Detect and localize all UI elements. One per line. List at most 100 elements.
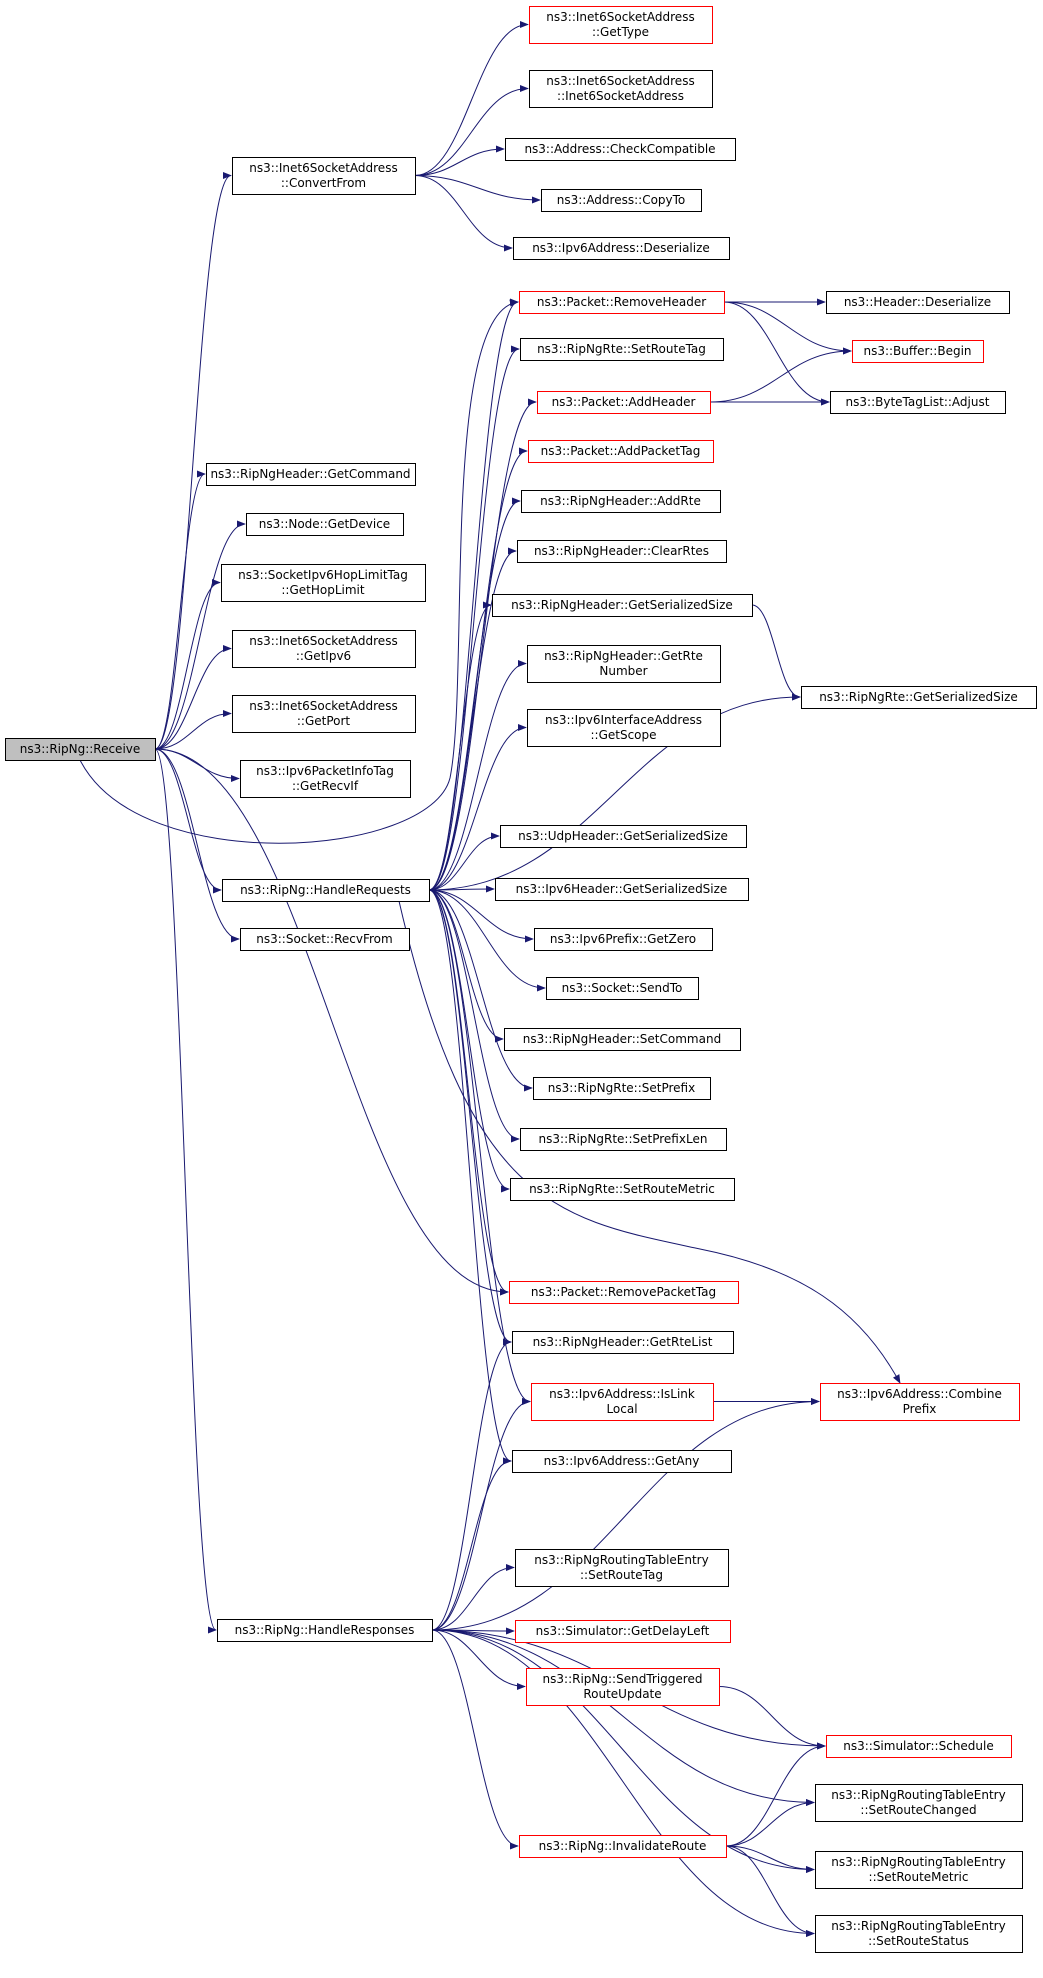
node-addr_copyto[interactable]: ns3::Address::CopyTo <box>541 189 702 212</box>
node-pktinfo_getrecvif[interactable]: ns3::Ipv6PacketInfoTag::GetRecvIf <box>240 760 411 798</box>
edge-handlerequests-to-rte_setroutetag <box>428 345 520 891</box>
node-box <box>533 1077 711 1100</box>
node-label: ns3::Packet::RemovePacketTag <box>531 1285 716 1299</box>
edge-handleresponses-to-sendtriggered <box>431 1629 526 1691</box>
node-hdr_getcommand[interactable]: ns3::RipNgHeader::GetCommand <box>206 463 416 486</box>
node-box <box>526 1668 720 1706</box>
edge-receive-to-handleresponses <box>154 748 217 1634</box>
node-label: ::GetHopLimit <box>281 583 364 597</box>
node-label: ns3::Header::Deserialize <box>844 295 991 309</box>
node-label: ns3::Socket::SendTo <box>562 981 683 995</box>
node-rte_setprefix[interactable]: ns3::RipNgRte::SetPrefix <box>533 1077 711 1100</box>
node-ipv6hdr_getserializedsize[interactable]: ns3::Ipv6Header::GetSerializedSize <box>495 878 749 901</box>
node-sim_getdelayleft[interactable]: ns3::Simulator::GetDelayLeft <box>515 1620 731 1643</box>
node-pkt_removepackettag[interactable]: ns3::Packet::RemovePacketTag <box>509 1281 739 1304</box>
node-receive[interactable]: ns3::RipNg::Receive <box>5 738 156 761</box>
node-btl_adjust[interactable]: ns3::ByteTagList::Adjust <box>830 391 1006 414</box>
node-node_getdevice[interactable]: ns3::Node::GetDevice <box>246 513 404 536</box>
node-udp_getserializedsize[interactable]: ns3::UdpHeader::GetSerializedSize <box>500 825 747 848</box>
node-prefix_getzero[interactable]: ns3::Ipv6Prefix::GetZero <box>534 928 713 951</box>
node-label: ns3::RipNg::SendTriggered <box>543 1672 703 1686</box>
node-label: ns3::Ipv6Header::GetSerializedSize <box>516 882 728 896</box>
node-rte_setprefixlen[interactable]: ns3::RipNgRte::SetPrefixLen <box>520 1128 727 1151</box>
edge-handlerequests-to-hdr_getserializedsize <box>428 601 492 891</box>
node-sim_schedule[interactable]: ns3::Simulator::Schedule <box>826 1735 1012 1758</box>
node-ipv6addr_deserialize[interactable]: ns3::Ipv6Address::Deserialize <box>513 237 730 260</box>
node-label: ns3::RipNg::HandleRequests <box>240 883 411 897</box>
node-label: ns3::Ipv6Address::GetAny <box>544 1454 700 1468</box>
node-label: ns3::RipNgRte::SetPrefixLen <box>539 1132 708 1146</box>
node-i6sa_gettype[interactable]: ns3::Inet6SocketAddress::GetType <box>529 6 713 44</box>
node-hdr_clearrtes[interactable]: ns3::RipNgHeader::ClearRtes <box>517 540 727 563</box>
node-box <box>852 340 984 363</box>
node-box <box>510 1178 735 1201</box>
node-addr_checkcompat[interactable]: ns3::Address::CheckCompatible <box>505 138 736 161</box>
edge-receive-to-node_getdevice <box>154 520 246 750</box>
edge-pkt_removeheader-to-buffer_begin <box>723 301 852 355</box>
node-box <box>222 879 430 902</box>
node-rte_setroutetag[interactable]: ns3::RipNgRte::SetRouteTag <box>520 338 724 361</box>
node-hdr_setcommand[interactable]: ns3::RipNgHeader::SetCommand <box>504 1028 741 1051</box>
node-hdr_addrte[interactable]: ns3::RipNgHeader::AddRte <box>521 490 721 513</box>
node-label: ns3::Inet6SocketAddress <box>249 161 397 175</box>
node-i6sa_convertfrom[interactable]: ns3::Inet6SocketAddress::ConvertFrom <box>232 157 416 195</box>
node-hdr_getserializedsize[interactable]: ns3::RipNgHeader::GetSerializedSize <box>492 594 753 617</box>
node-i6sa_getipv6[interactable]: ns3::Inet6SocketAddress::GetIpv6 <box>232 630 416 668</box>
edge-handleresponses-to-rtentry_setroutetag <box>431 1563 515 1631</box>
node-label: ns3::RipNg::HandleResponses <box>235 1623 415 1637</box>
node-box <box>826 291 1010 314</box>
node-hdr_getrtelist[interactable]: ns3::RipNgHeader::GetRteList <box>512 1331 734 1354</box>
node-pkt_addpackettag[interactable]: ns3::Packet::AddPacketTag <box>528 440 714 463</box>
node-box <box>515 1549 729 1587</box>
node-box <box>534 928 713 951</box>
node-label: ::GetRecvIf <box>292 779 359 793</box>
node-ipv6addr_getany[interactable]: ns3::Ipv6Address::GetAny <box>512 1450 732 1473</box>
node-socket_recvfrom[interactable]: ns3::Socket::RecvFrom <box>240 928 410 951</box>
node-rte_setroutemetric[interactable]: ns3::RipNgRte::SetRouteMetric <box>510 1178 735 1201</box>
node-i6sa_getport[interactable]: ns3::Inet6SocketAddress::GetPort <box>232 695 416 733</box>
node-rtentry_setroutetag[interactable]: ns3::RipNgRoutingTableEntry::SetRouteTag <box>515 1549 729 1587</box>
edge-handlerequests-to-rte_setprefix <box>428 889 533 1092</box>
node-pkt_removeheader[interactable]: ns3::Packet::RemoveHeader <box>519 291 725 314</box>
edge-handlerequests-to-udp_getserializedsize <box>428 832 500 891</box>
node-rtentry_setroutemetric[interactable]: ns3::RipNgRoutingTableEntry::SetRouteMet… <box>815 1851 1023 1889</box>
edge-receive-to-i6sa_getipv6 <box>154 644 232 750</box>
edge-receive-to-i6sa_getport <box>154 709 232 750</box>
node-label: ns3::RipNgRoutingTableEntry <box>831 1788 1005 1802</box>
edge-invalidateroute-to-sim_schedule <box>725 1742 826 1847</box>
node-rtentry_setroutestatus[interactable]: ns3::RipNgRoutingTableEntry::SetRouteSta… <box>815 1915 1023 1953</box>
node-label: ns3::RipNgHeader::GetCommand <box>210 467 410 481</box>
node-handleresponses[interactable]: ns3::RipNg::HandleResponses <box>217 1619 433 1642</box>
node-box <box>240 760 411 798</box>
node-label: ns3::ByteTagList::Adjust <box>846 395 990 409</box>
node-label: ns3::Socket::RecvFrom <box>256 932 392 946</box>
node-label: ns3::RipNgRte::SetPrefix <box>548 1081 695 1095</box>
node-label: ns3::Ipv6Prefix::GetZero <box>550 932 696 946</box>
edge-invalidateroute-to-rtentry_setroutestatus <box>725 1845 815 1938</box>
node-rte_getserializedsize[interactable]: ns3::RipNgRte::GetSerializedSize <box>801 686 1037 709</box>
node-socket_sendto[interactable]: ns3::Socket::SendTo <box>546 977 699 1000</box>
node-box <box>504 1028 741 1051</box>
node-pkt_addheader[interactable]: ns3::Packet::AddHeader <box>537 391 711 414</box>
node-box <box>519 1835 727 1858</box>
node-ifaddr_getscope[interactable]: ns3::Ipv6InterfaceAddress::GetScope <box>527 709 721 747</box>
node-label: ns3::Packet::AddHeader <box>552 395 696 409</box>
node-box <box>815 1915 1023 1953</box>
node-rtentry_setroutechanged[interactable]: ns3::RipNgRoutingTableEntry::SetRouteCha… <box>815 1784 1023 1822</box>
node-i6sa_ctor[interactable]: ns3::Inet6SocketAddress::Inet6SocketAddr… <box>529 70 713 108</box>
node-handlerequests[interactable]: ns3::RipNg::HandleRequests <box>222 879 430 902</box>
edge-handlerequests-to-ifaddr_getscope <box>428 723 527 891</box>
node-header_deserialize[interactable]: ns3::Header::Deserialize <box>826 291 1010 314</box>
node-buffer_begin[interactable]: ns3::Buffer::Begin <box>852 340 984 363</box>
edge-handleresponses-to-rtentry_setroutestatus <box>431 1629 815 1938</box>
call-nodes: ns3::RipNg::Receive ns3::Inet6SocketAddre… <box>5 6 1037 1953</box>
node-hoplimit_gethoplimit[interactable]: ns3::SocketIpv6HopLimitTag::GetHopLimit <box>221 564 426 602</box>
edge-handlerequests-to-hdr_getrtelist <box>428 889 512 1346</box>
node-label: ns3::RipNgHeader::AddRte <box>540 494 701 508</box>
edge-handlerequests-to-rte_setroutemetric <box>428 889 510 1193</box>
node-invalidateroute[interactable]: ns3::RipNg::InvalidateRoute <box>519 1835 727 1858</box>
